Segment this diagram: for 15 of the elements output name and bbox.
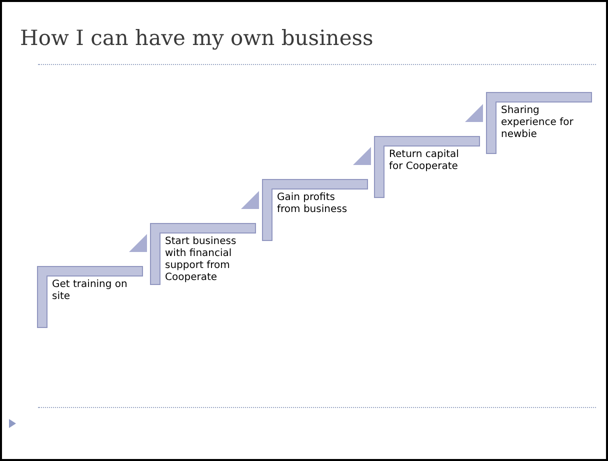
step-up-arrow — [241, 191, 259, 209]
step-label: Sharing experience for newbie — [501, 105, 574, 141]
step-shape — [486, 92, 592, 154]
step-shape — [150, 223, 256, 285]
step-shape — [37, 266, 143, 328]
step-shape — [262, 179, 368, 241]
slide-title: How I can have my own business — [20, 26, 374, 50]
step-label: Return capital for Cooperate — [389, 149, 460, 173]
step-up-arrow — [465, 104, 483, 122]
step-shape — [374, 136, 480, 198]
step-up-arrow — [129, 234, 147, 252]
step-label: Get training on site — [52, 279, 128, 303]
step-up-arrow — [353, 147, 371, 165]
step-label: Gain profits from business — [277, 192, 348, 216]
step-label: Start business with financial support from Cooperate — [165, 236, 238, 284]
